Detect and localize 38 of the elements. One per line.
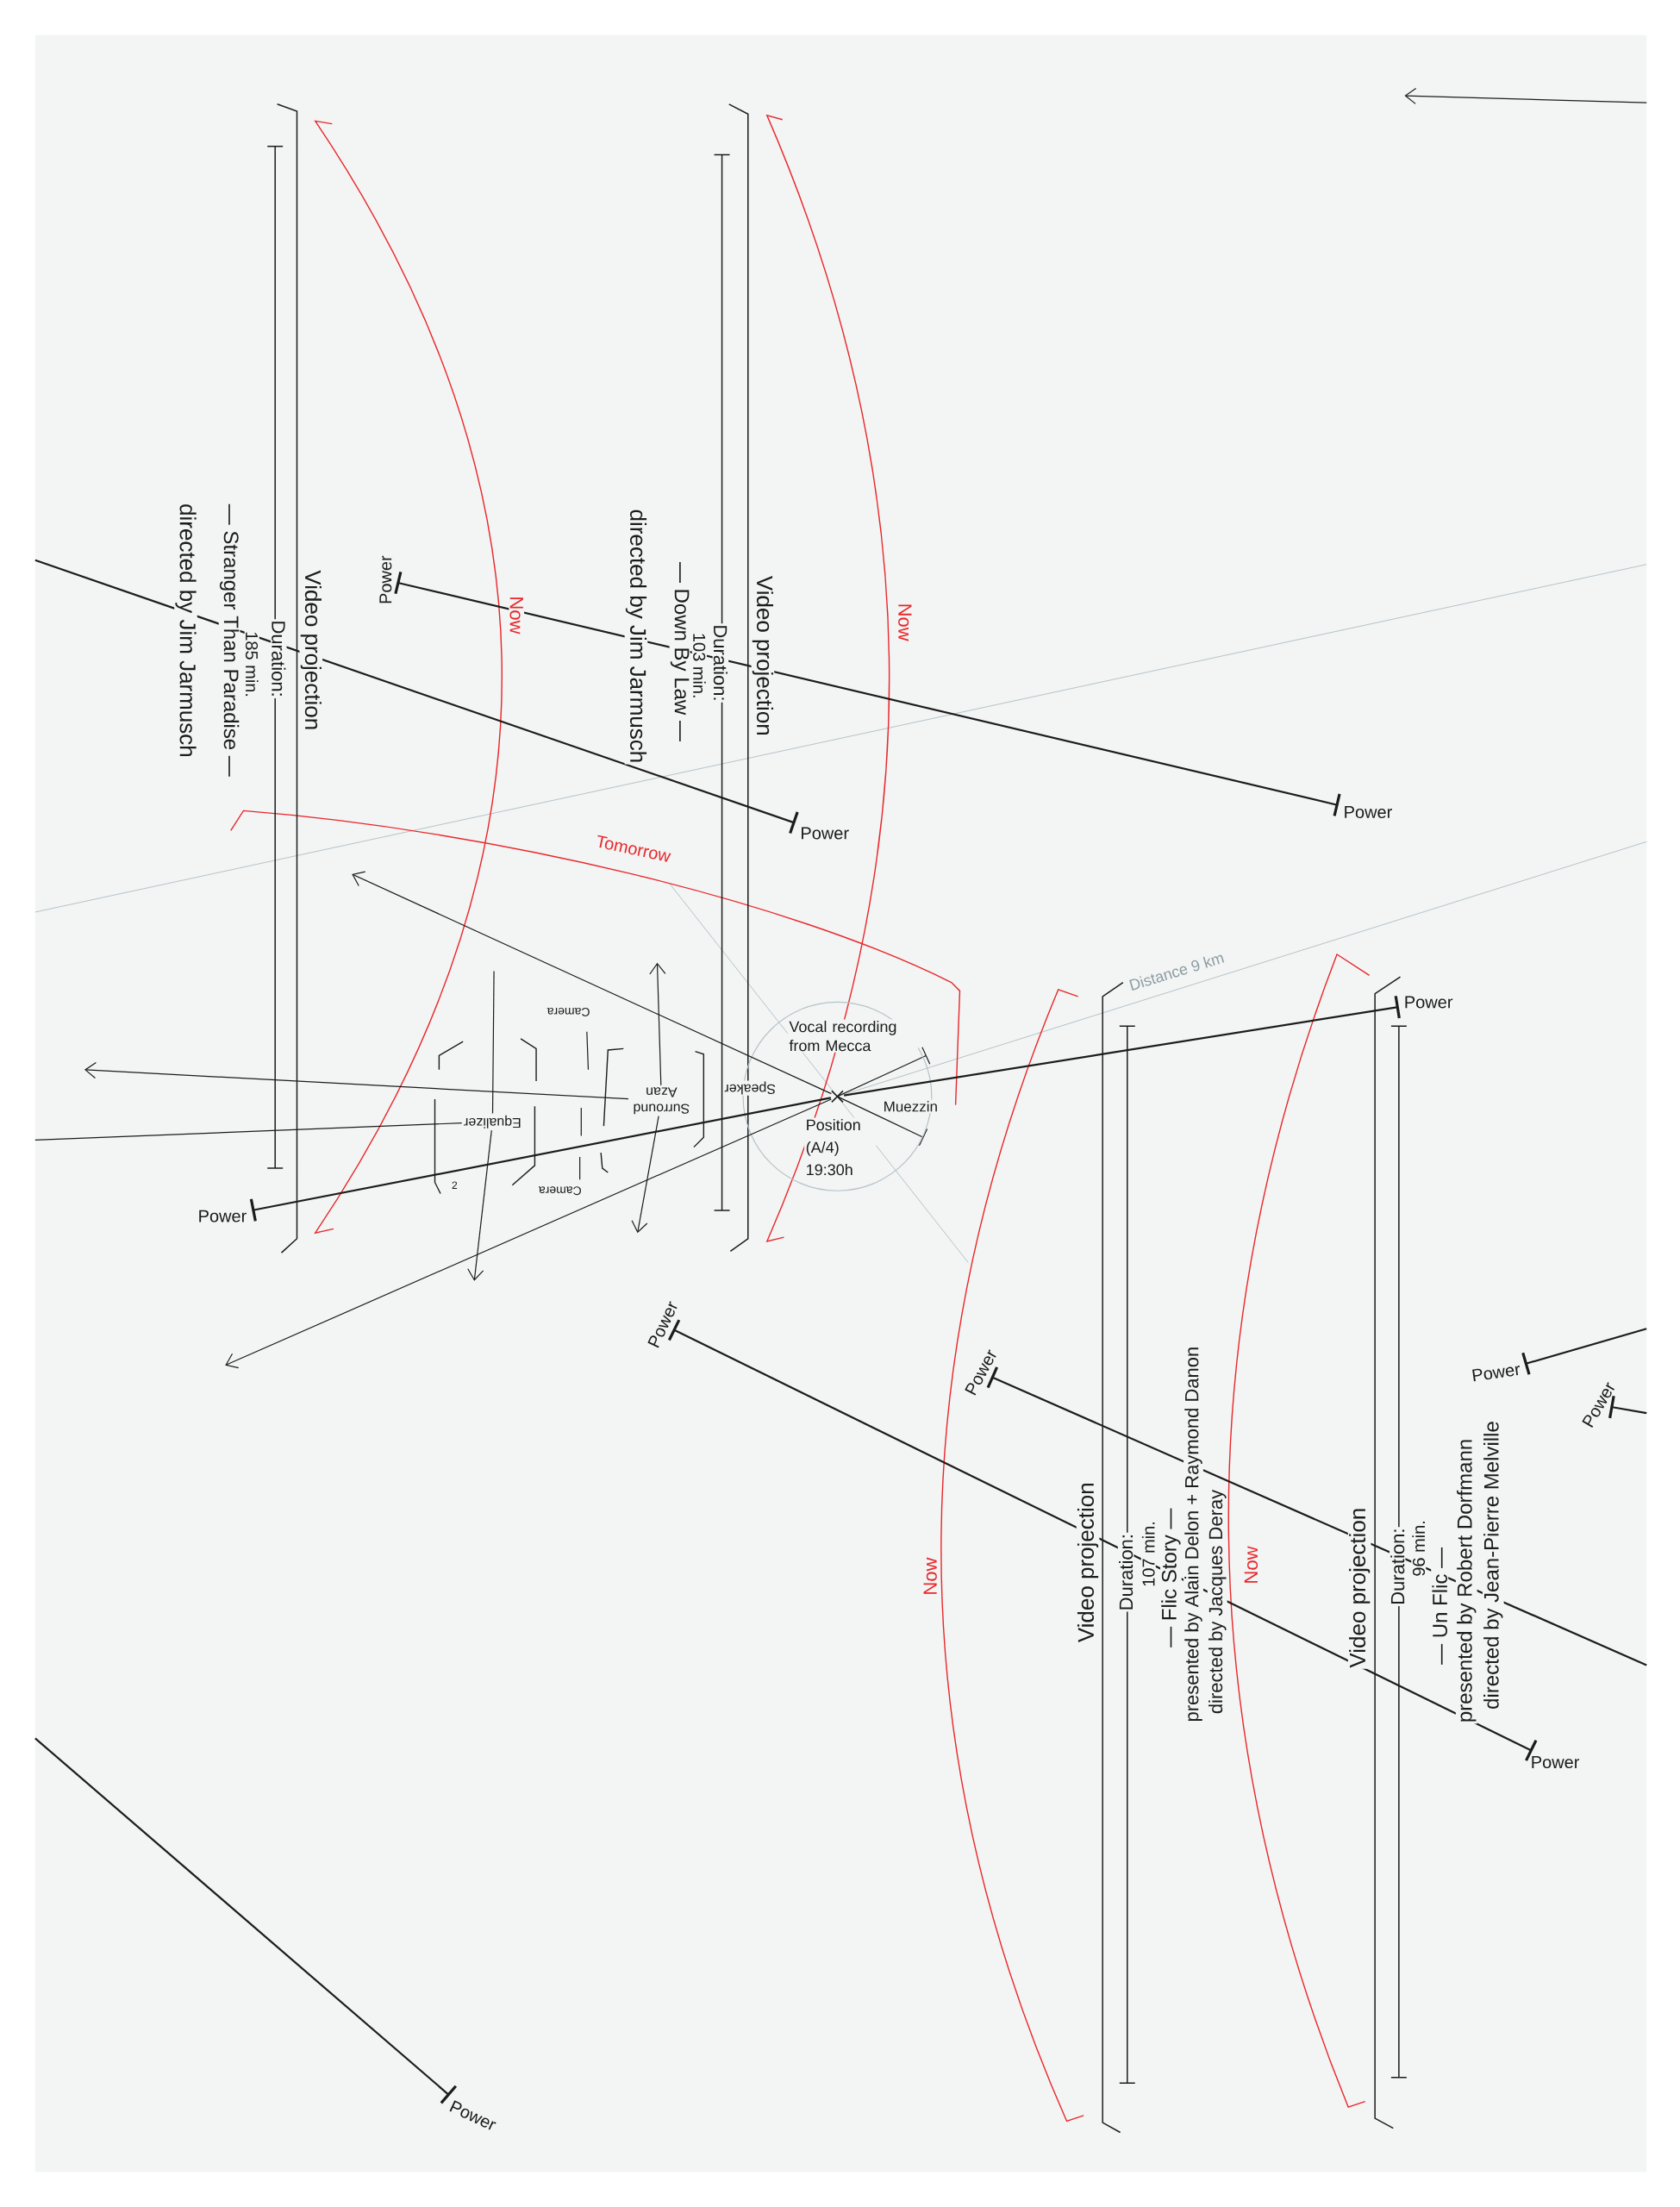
time-marker: Now bbox=[922, 1556, 938, 1597]
note: Muezzin bbox=[881, 1099, 940, 1114]
heavy-line bbox=[1521, 1328, 1647, 1375]
duration-value: 96 min. bbox=[1411, 1518, 1427, 1578]
screen-label: Video projection bbox=[751, 574, 775, 737]
power-label: Power bbox=[1469, 1360, 1523, 1384]
power-label: Power bbox=[378, 553, 394, 606]
power-label: Power bbox=[1402, 994, 1455, 1010]
heavy-line bbox=[394, 572, 1341, 816]
arrow bbox=[352, 871, 832, 1095]
arrow bbox=[225, 1098, 832, 1369]
device-label: Speaker bbox=[723, 1080, 777, 1096]
film-title: — Un Flic — bbox=[1431, 1546, 1449, 1666]
screen-label: Video projection bbox=[1347, 1506, 1371, 1669]
heavy-line bbox=[249, 1097, 831, 1222]
arrow bbox=[466, 1129, 492, 1281]
number-label: 2 bbox=[450, 1180, 459, 1191]
arrow bbox=[649, 962, 666, 1086]
power-label: Power bbox=[1528, 1754, 1582, 1771]
film-title: — Flic Story — bbox=[1159, 1507, 1182, 1649]
heavy-line bbox=[34, 559, 799, 834]
time-marker: Tomorrow bbox=[593, 834, 673, 864]
arrow bbox=[631, 1116, 659, 1234]
note: Position (A/4) 19:30h bbox=[803, 1117, 877, 1177]
screen-label: Video projection bbox=[1076, 1481, 1100, 1644]
distance-label: Distance 9 km bbox=[1126, 950, 1227, 992]
film-title: — Stranger Than Paradise — bbox=[218, 503, 240, 778]
cross-mark bbox=[830, 1090, 844, 1104]
heavy-line bbox=[843, 996, 1401, 1097]
heavy-line bbox=[34, 1737, 457, 2104]
note: Vocal recording from Mecca bbox=[787, 1019, 918, 1053]
power-label: Power bbox=[1341, 804, 1395, 820]
line bbox=[34, 1122, 463, 1141]
device-label: Camera bbox=[537, 1185, 583, 1197]
screen-label: Video projection bbox=[299, 569, 322, 732]
device-label: Surround Azan bbox=[628, 1085, 695, 1116]
line bbox=[491, 970, 495, 1114]
arrow bbox=[84, 1061, 629, 1100]
